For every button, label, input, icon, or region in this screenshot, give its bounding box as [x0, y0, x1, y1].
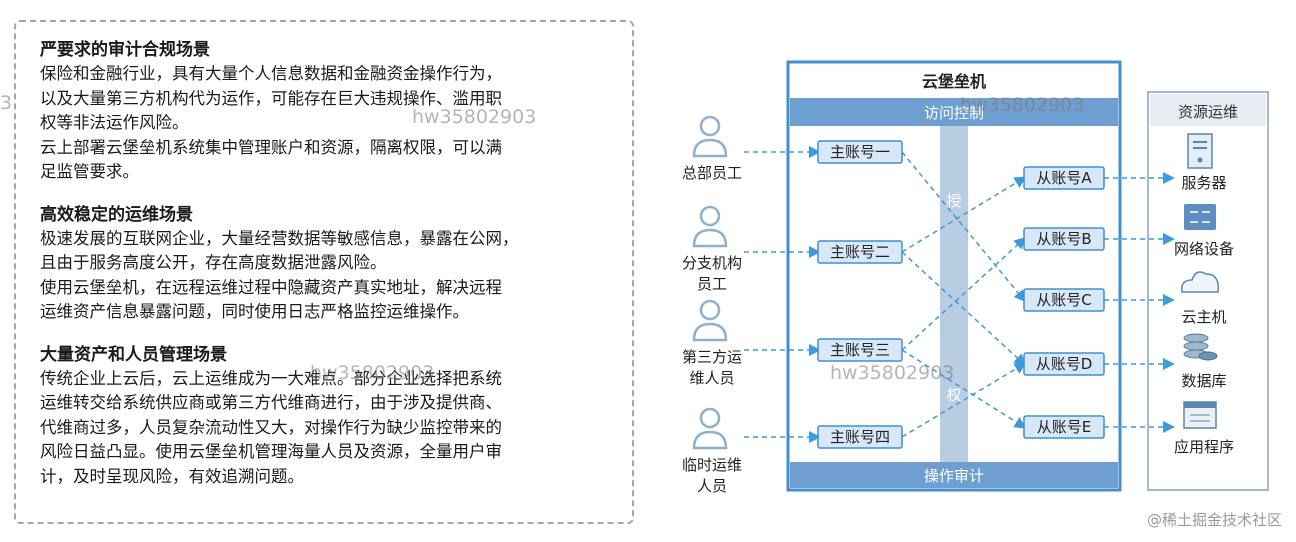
section-asset-management: 大量资产和人员管理场景 传统企业上云后，云上运维成为一大难点。部分企业选择把系统… — [40, 343, 632, 490]
resource-label: 应用程序 — [1174, 438, 1234, 456]
access-control-label: 访问控制 — [924, 104, 984, 122]
network-device-icon — [1184, 204, 1216, 230]
resource-item: 应用程序 — [1174, 401, 1234, 456]
watermark: hw35802903 — [830, 362, 955, 384]
section-title: 大量资产和人员管理场景 — [40, 344, 227, 365]
sub-account: 从账号C — [1023, 288, 1105, 312]
resource-item: 服务器 — [1181, 133, 1227, 192]
main-account-label: 主账号三 — [830, 341, 890, 359]
user-label: 分支机构 — [682, 254, 742, 272]
link-main-sub — [901, 362, 1027, 438]
operation-audit-band — [790, 462, 1118, 488]
user-item: 总部员工 — [682, 115, 742, 182]
resource-label: 服务器 — [1181, 174, 1226, 192]
resource-label: 网络设备 — [1174, 240, 1234, 258]
bastion-title: 云堡垒机 — [922, 72, 986, 91]
user-label: 人员 — [697, 477, 727, 495]
main-account: 主账号四 — [817, 425, 903, 449]
person-icon — [692, 115, 728, 158]
main-account: 主账号二 — [817, 240, 903, 264]
sub-account: 从账号D — [1023, 352, 1105, 376]
watermark: hw35802903 — [412, 106, 537, 128]
sub-account-label: 从账号A — [1036, 169, 1092, 187]
resource-label: 云主机 — [1181, 308, 1226, 326]
section-audit-compliance: 严要求的审计合规场景 保险和金融行业，具有大量个人信息数据和金融资金操作行为， … — [40, 38, 632, 185]
resource-item: 云主机 — [1180, 271, 1227, 326]
user-label: 总部员工 — [682, 164, 742, 182]
section-ops-stability: 高效稳定的运维场景 极速发展的互联网企业，大量经营数据等敏感信息，暴露在公网， … — [40, 203, 632, 325]
watermark: hw35802903 — [310, 362, 435, 384]
database-icon — [1183, 333, 1218, 361]
sub-account: 从账号A — [1023, 166, 1105, 190]
link-main-sub — [901, 251, 1027, 367]
section-body: 保险和金融行业，具有大量个人信息数据和金融资金操作行为， 以及大量第三方机构代为… — [40, 64, 502, 181]
link-main-sub — [901, 349, 1027, 429]
sub-account: 从账号E — [1023, 415, 1105, 439]
person-icon — [692, 407, 728, 450]
section-body: 极速发展的互联网企业，大量经营数据等敏感信息，暴露在公网， 且由于服务高度公开，… — [40, 228, 519, 322]
sub-account-label: 从账号B — [1036, 230, 1091, 248]
link-main-sub — [901, 151, 1026, 303]
main-account-label: 主账号四 — [830, 428, 890, 446]
link-main-sub — [901, 236, 1027, 351]
main-account-label: 主账号一 — [830, 143, 890, 161]
user-label: 临时运维 — [682, 456, 742, 474]
resource-item: 数据库 — [1181, 333, 1227, 390]
section-body: 传统企业上云后，云上运维成为一大难点。部分企业选择把系统 运维转交给系统供应商或… — [40, 368, 502, 486]
sub-account-list: 从账号A 从账号B 从账号C 从账号D 从账号E — [1023, 166, 1105, 439]
scenario-panel: 严要求的审计合规场景 保险和金融行业，具有大量个人信息数据和金融资金操作行为， … — [14, 20, 634, 524]
attribution: @稀土掘金技术社区 — [1146, 511, 1282, 529]
main-account: 主账号三 — [817, 338, 903, 362]
link-main-sub — [901, 176, 1027, 253]
watermark: 3 — [0, 92, 13, 114]
resource-title: 资源运维 — [1178, 103, 1238, 121]
person-icon — [692, 205, 728, 248]
connection-lines — [744, 146, 1175, 443]
server-icon — [1187, 133, 1213, 169]
main-account: 主账号一 — [817, 140, 903, 164]
resource-item: 网络设备 — [1174, 204, 1234, 258]
sub-account: 从账号B — [1023, 227, 1105, 251]
sub-account-label: 从账号C — [1036, 291, 1091, 309]
main-account-label: 主账号二 — [830, 243, 890, 261]
person-icon — [692, 299, 728, 342]
cloud-host-icon — [1180, 271, 1219, 293]
section-title: 高效稳定的运维场景 — [40, 204, 193, 225]
section-title: 严要求的审计合规场景 — [40, 40, 210, 60]
user-label: 员工 — [697, 275, 727, 293]
authorize-char-2: 权 — [946, 386, 961, 404]
operation-audit-label: 操作审计 — [924, 467, 984, 485]
authorize-char-1: 授 — [946, 192, 961, 210]
access-control-band — [790, 98, 1118, 126]
watermark: hw35802903 — [960, 94, 1085, 116]
user-label: 维人员 — [689, 369, 734, 387]
sub-account-label: 从账号E — [1037, 418, 1091, 436]
user-label: 第三方运 — [682, 348, 742, 366]
application-icon — [1183, 401, 1217, 429]
sub-account-label: 从账号D — [1036, 355, 1093, 373]
resource-label: 数据库 — [1181, 372, 1226, 390]
bastion-diagram: 云堡垒机 访问控制 授 权 操作审计 资源运维 总部员工分支机构员工第三方运维人… — [682, 60, 1269, 495]
